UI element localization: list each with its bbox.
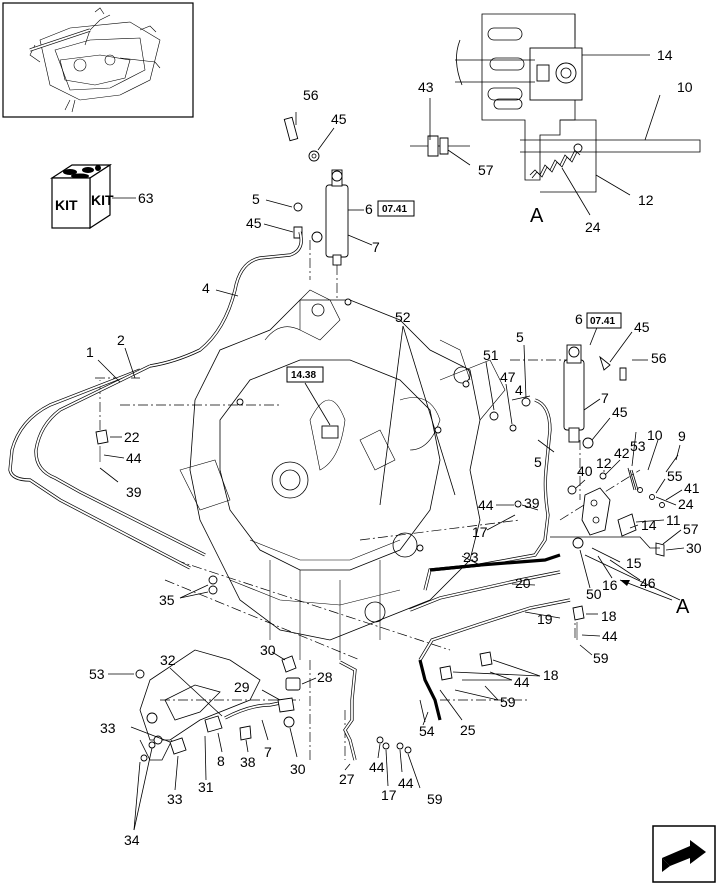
callout-31: 31: [198, 779, 214, 795]
detail-label-a-inset: A: [530, 205, 544, 227]
callout-47: 47: [500, 369, 516, 385]
cylinder-top: [283, 116, 349, 266]
callout-32: 32: [160, 652, 176, 668]
callout-4-right: 4: [515, 382, 523, 398]
callout-44-mid: 44: [478, 497, 494, 513]
callout-10-right: 10: [647, 427, 663, 443]
callout-56-top: 56: [303, 87, 319, 103]
callout-6-right: 6: [575, 311, 583, 327]
callout-33-bottom: 33: [167, 791, 183, 807]
callout-59-bottom: 59: [427, 791, 443, 807]
callout-45-mid: 45: [246, 215, 262, 231]
ref-box-1438: 14.38: [291, 370, 316, 381]
callout-14-inset: 14: [657, 47, 673, 63]
callout-44-lower: 44: [514, 674, 530, 690]
callout-51: 51: [483, 347, 499, 363]
callout-57-right: 57: [683, 521, 699, 537]
callout-11: 11: [666, 512, 681, 528]
callout-63: 63: [138, 190, 154, 206]
callout-7-top: 7: [372, 239, 380, 255]
callout-23: 23: [463, 549, 479, 565]
callout-1: 1: [86, 344, 94, 360]
callout-27: 27: [339, 771, 355, 787]
callout-15: 15: [626, 555, 642, 571]
callout-10-inset: 10: [677, 79, 693, 95]
callout-39-left: 39: [126, 484, 142, 500]
callout-55: 55: [667, 468, 683, 484]
callout-57-inset: 57: [478, 162, 494, 178]
callout-53-left: 53: [89, 666, 105, 682]
kit-label-front: KIT: [55, 197, 78, 213]
callout-35: 35: [159, 592, 175, 608]
callout-7-bottom: 7: [264, 744, 272, 760]
callout-14-right: 14: [641, 517, 657, 533]
callout-44-left: 44: [126, 450, 142, 466]
callout-38: 38: [240, 754, 256, 770]
callout-29: 29: [234, 679, 250, 695]
callout-44-bottom-b: 44: [398, 775, 414, 791]
callout-18-lower: 18: [543, 667, 559, 683]
callout-24-inset: 24: [585, 219, 601, 235]
callout-50: 50: [586, 586, 602, 602]
ref-box-top: 07.41: [382, 204, 407, 215]
callout-24-right: 24: [678, 496, 694, 512]
callout-9: 9: [678, 428, 686, 444]
callout-17-mid: 17: [472, 524, 488, 540]
callout-56-right: 56: [651, 350, 667, 366]
callout-12-inset: 12: [638, 192, 654, 208]
callout-20: 20: [515, 575, 531, 591]
callout-41: 41: [684, 480, 700, 496]
callout-43: 43: [418, 79, 434, 95]
callout-22: 22: [124, 429, 140, 445]
callout-30-mid: 30: [260, 642, 276, 658]
callout-25: 25: [460, 722, 476, 738]
callout-53-right: 53: [630, 438, 646, 454]
callout-59-right: 59: [593, 650, 609, 666]
callout-5-top: 5: [252, 191, 260, 207]
callout-4-top: 4: [202, 280, 210, 296]
callout-30-right: 30: [686, 540, 702, 556]
callout-59-lower: 59: [500, 694, 516, 710]
callout-8: 8: [217, 753, 225, 769]
valve-block: [550, 454, 681, 601]
callout-5-right: 5: [516, 329, 524, 345]
callout-45-top: 45: [331, 111, 347, 127]
next-page-arrow-icon[interactable]: [652, 825, 716, 883]
callout-17-bottom: 17: [381, 787, 397, 803]
callout-52: 52: [395, 309, 411, 325]
hitch-assembly: [139, 649, 301, 762]
alignment-lines: [95, 240, 641, 760]
callout-39-mid: 39: [524, 495, 540, 511]
callout-45-right: 45: [634, 319, 650, 335]
callout-44-bottom-a: 44: [369, 759, 385, 775]
callout-46: 46: [640, 575, 656, 591]
kit-box-icon: KIT KIT: [49, 163, 114, 230]
callout-30-bottom: 30: [290, 761, 306, 777]
callout-40: 40: [577, 463, 593, 479]
callout-6-top: 6: [365, 201, 373, 217]
callout-28: 28: [317, 669, 333, 685]
callout-16: 16: [602, 577, 618, 593]
machine-overview-thumbnail: [2, 2, 194, 118]
callout-12-right: 12: [596, 455, 612, 471]
callout-54: 54: [419, 723, 435, 739]
callout-34: 34: [124, 832, 140, 848]
callout-45-right-lower: 45: [612, 404, 628, 420]
callout-42: 42: [614, 445, 630, 461]
callout-19: 19: [537, 611, 553, 627]
callout-44-right: 44: [602, 628, 618, 644]
detail-a-inset: [410, 13, 701, 193]
callout-2: 2: [117, 332, 125, 348]
callout-18-right: 18: [601, 608, 617, 624]
baler-frame: [179, 289, 506, 660]
cylinder-right: [521, 344, 627, 449]
ref-box-right: 07.41: [590, 316, 615, 327]
kit-label-side: KIT: [91, 192, 114, 208]
callout-33-top: 33: [100, 720, 116, 736]
detail-label-a-main: A: [676, 596, 690, 618]
callout-5-right-lower: 5: [534, 454, 542, 470]
callout-7-right: 7: [601, 390, 609, 406]
